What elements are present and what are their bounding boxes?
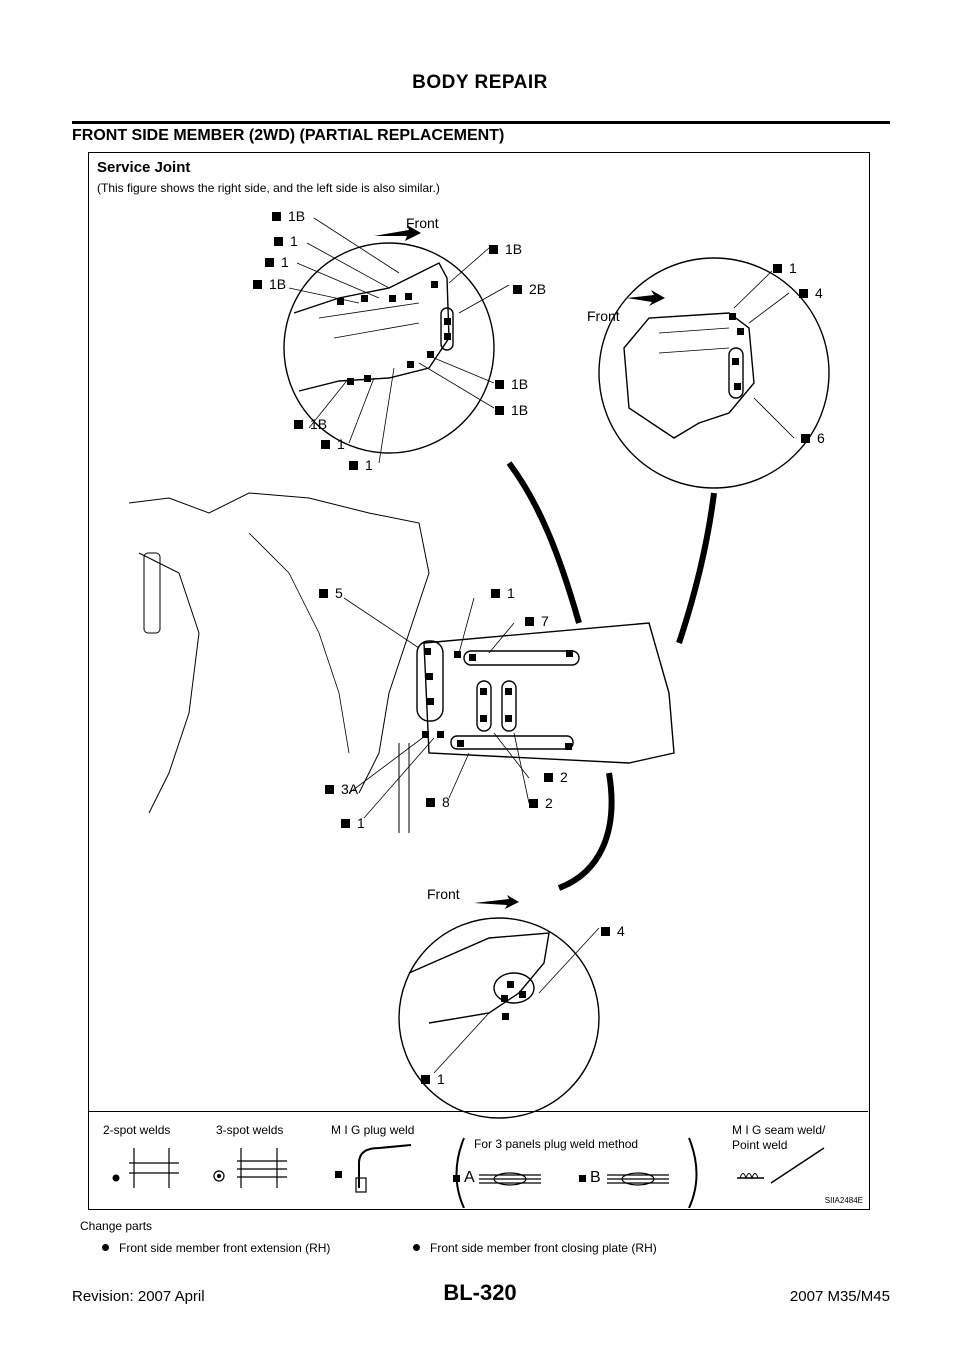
weld-callout: 1B: [489, 241, 522, 257]
bullet-icon: [102, 1244, 109, 1251]
weld-callout: 1: [274, 233, 298, 249]
arrow-to-bottom: [557, 772, 615, 891]
detail-circle-top-left: [283, 242, 495, 454]
legend-symbol-a: A: [464, 1169, 475, 1186]
front-label: Front: [427, 886, 460, 902]
weld-callout: 1: [491, 585, 515, 601]
weld-callout: 7: [525, 613, 549, 629]
footer-model: 2007 M35/M45: [789, 1288, 890, 1305]
body-outline: [128, 492, 430, 794]
legend-symbol-b: B: [590, 1169, 601, 1186]
weld-callout: 1B: [272, 208, 305, 224]
front-arrow: [374, 225, 421, 241]
footer-revision: Revision: 2007 April: [72, 1288, 205, 1305]
page-number: BL-320: [443, 1280, 517, 1305]
arrow-to-top-left: [506, 461, 582, 624]
figure-drawing: [112, 217, 830, 1208]
weld-callout: 2: [544, 769, 568, 785]
change-parts-item: Front side member front closing plate (R…: [413, 1241, 657, 1255]
weld-callout: 2: [529, 795, 553, 811]
weld-callout: 6: [801, 430, 825, 446]
front-arrow: [627, 290, 665, 306]
part-outline: [623, 312, 755, 439]
front-label: Front: [587, 308, 620, 324]
weld-callout: 1B: [294, 416, 327, 432]
legend-2-spot-welds: 2-spot welds: [103, 1123, 171, 1137]
front-label: Front: [406, 215, 439, 231]
detail-circle-top-right: [598, 257, 830, 489]
change-parts-title: Change parts: [80, 1219, 153, 1233]
arrow-to-top-right: [676, 492, 717, 644]
legend-mig-plug-weld: M I G plug weld: [331, 1123, 415, 1137]
weld-callout: 8: [426, 794, 450, 810]
weld-callout: 1: [321, 436, 345, 452]
front-arrow: [474, 895, 519, 909]
weld-callout: 1B: [253, 276, 286, 292]
weld-callout: 1: [341, 815, 365, 831]
change-parts-item: Front side member front extension (RH): [102, 1241, 330, 1255]
bullet-icon: [413, 1244, 420, 1251]
detail-circle-bottom: [398, 917, 600, 1119]
weld-callout: 1: [349, 457, 373, 473]
weld-callout: 1B: [495, 376, 528, 392]
header-rule: [72, 121, 890, 124]
legend-3-panels-plug-weld: For 3 panels plug weld method: [474, 1137, 639, 1151]
weld-callout: 1B: [495, 402, 528, 418]
service-joint-figure: Service Joint (This figure shows the rig…: [88, 152, 870, 1210]
figure-id: SIIA2484E: [824, 1196, 863, 1205]
weld-callout: 1: [421, 1071, 445, 1087]
weld-callout: 4: [799, 285, 823, 301]
legend-mig-seam-weld: M I G seam weld/ Point weld: [732, 1123, 826, 1152]
section-title: FRONT SIDE MEMBER (2WD) (PARTIAL REPLACE…: [72, 127, 505, 144]
legend-separator: [89, 1111, 868, 1112]
figure-title: Service Joint: [97, 159, 191, 176]
weld-callout: 4: [601, 923, 625, 939]
weld-callout: 5: [319, 585, 343, 601]
weld-callout: 1: [265, 254, 289, 270]
legend-3-spot-welds: 3-spot welds: [216, 1123, 284, 1137]
side-member-outline: [423, 622, 675, 764]
weld-callout: 2B: [513, 281, 546, 297]
weld-callout: 1: [773, 260, 797, 276]
page-header-title: BODY REPAIR: [412, 72, 548, 93]
weld-callout: 3A: [325, 781, 358, 797]
figure-subtitle: (This figure shows the right side, and t…: [97, 181, 440, 195]
part-outline: [293, 262, 450, 392]
